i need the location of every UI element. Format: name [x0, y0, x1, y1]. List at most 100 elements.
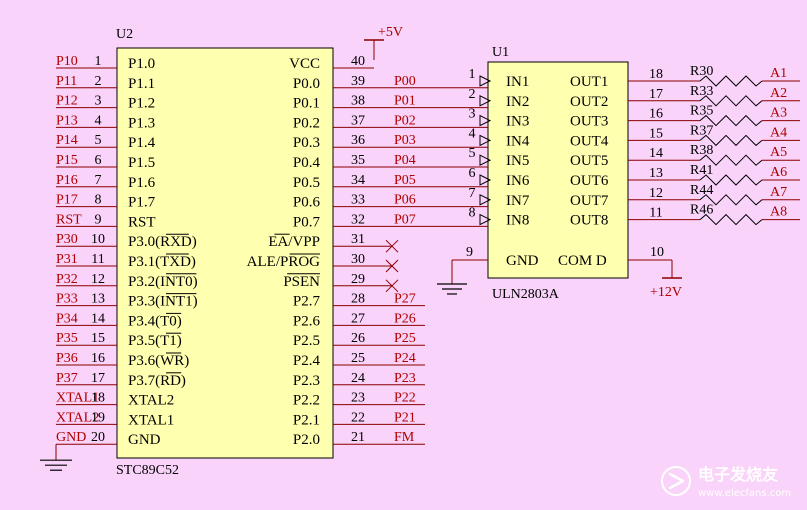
- u1-com-net-label: +12V: [650, 285, 682, 300]
- pin-number: 30: [351, 252, 365, 267]
- pin-name: XTAL1: [128, 412, 174, 428]
- net-label: A5: [770, 145, 787, 160]
- net-label: P11: [56, 74, 77, 89]
- pin-name: P2.6: [293, 313, 321, 329]
- pin-number: 34: [351, 173, 365, 188]
- net-label: RST: [56, 212, 82, 227]
- pin-name: P2.2: [293, 393, 320, 409]
- resistor-label: R33: [690, 84, 713, 99]
- net-label: P26: [394, 311, 416, 326]
- pin-name: P2.7: [293, 294, 321, 310]
- pin-name: P0.4: [293, 155, 321, 171]
- u2-part-label: STC89C52: [116, 463, 179, 478]
- pin-number: 11: [91, 252, 104, 267]
- pin-name: OUT6: [570, 173, 609, 189]
- pin-name: IN7: [506, 193, 530, 209]
- input-arrow-icon: [479, 174, 492, 186]
- input-arrow-icon: [479, 154, 492, 167]
- pin-name: RST: [128, 214, 156, 230]
- pin-name: P1.1: [128, 76, 155, 92]
- input-arrow-icon: [479, 114, 492, 127]
- net-label: P01: [394, 94, 416, 109]
- pin-name: P3.5(T1): [128, 333, 182, 349]
- pin-number: 28: [351, 292, 365, 307]
- input-arrow-icon: [479, 193, 492, 206]
- pin-number: 5: [469, 146, 476, 161]
- watermark-cn: 电子发烧友: [698, 465, 779, 484]
- vcc-net-label: +5V: [378, 25, 403, 40]
- net-label: GND: [56, 430, 86, 445]
- u1-output-pin-13: OUT6 13 R41 A6: [570, 163, 800, 189]
- pin-name: VCC: [289, 56, 320, 72]
- pin-number: 17: [91, 371, 105, 386]
- pin-number: 29: [351, 272, 365, 287]
- net-label: P16: [56, 173, 78, 188]
- pin-name: IN4: [506, 133, 530, 149]
- resistor-label: R38: [690, 143, 713, 158]
- pin-number: 17: [649, 87, 663, 102]
- pin-name: OUT5: [570, 153, 608, 169]
- pin-number: 19: [91, 410, 105, 425]
- pin-name: PSEN: [283, 274, 320, 290]
- u1-ref-label: U1: [492, 45, 509, 60]
- pin-name: IN5: [506, 153, 529, 169]
- pin-name: P0.2: [293, 115, 320, 131]
- pin-name: P0.0: [293, 76, 320, 92]
- pin-number: 24: [351, 371, 365, 386]
- pin-name: P2.3: [293, 373, 320, 389]
- pin-number: 16: [91, 351, 105, 366]
- no-connect-icon: [385, 259, 399, 273]
- pin-name: P0.6: [293, 195, 321, 211]
- input-arrow-icon: [479, 75, 492, 87]
- u2-right-pin-29: PSEN 29: [283, 272, 399, 293]
- pin-number: 8: [95, 193, 102, 208]
- pin-number: 5: [95, 133, 102, 148]
- pin-name: P1.5: [128, 155, 155, 171]
- pin-number: 13: [649, 166, 663, 181]
- pin-name: IN8: [506, 213, 529, 229]
- resistor-icon: [699, 114, 763, 127]
- ground-symbol-icon: [437, 283, 467, 295]
- resistor-icon: [699, 75, 763, 87]
- u1-part-label: ULN2803A: [492, 287, 560, 302]
- pin-name: XTAL2: [128, 393, 174, 409]
- pin-number: 12: [649, 186, 663, 201]
- net-label: P13: [56, 113, 78, 128]
- pin-name: OUT7: [570, 193, 609, 209]
- net-label: P32: [56, 272, 78, 287]
- pin-number: 32: [351, 212, 365, 227]
- pin-name: IN1: [506, 74, 529, 90]
- pin-name: P3.4(T0): [128, 313, 182, 329]
- pin-number: 38: [351, 94, 365, 109]
- net-label: P06: [394, 193, 416, 208]
- net-label: A1: [770, 66, 787, 81]
- net-label: A4: [770, 125, 787, 140]
- u1-com-pin-name: COM D: [558, 253, 607, 269]
- net-label: A6: [770, 165, 787, 180]
- resistor-label: R41: [690, 163, 713, 178]
- pin-number: 3: [469, 107, 476, 122]
- input-arrow-icon: [479, 94, 492, 107]
- pin-number: 1: [95, 54, 102, 69]
